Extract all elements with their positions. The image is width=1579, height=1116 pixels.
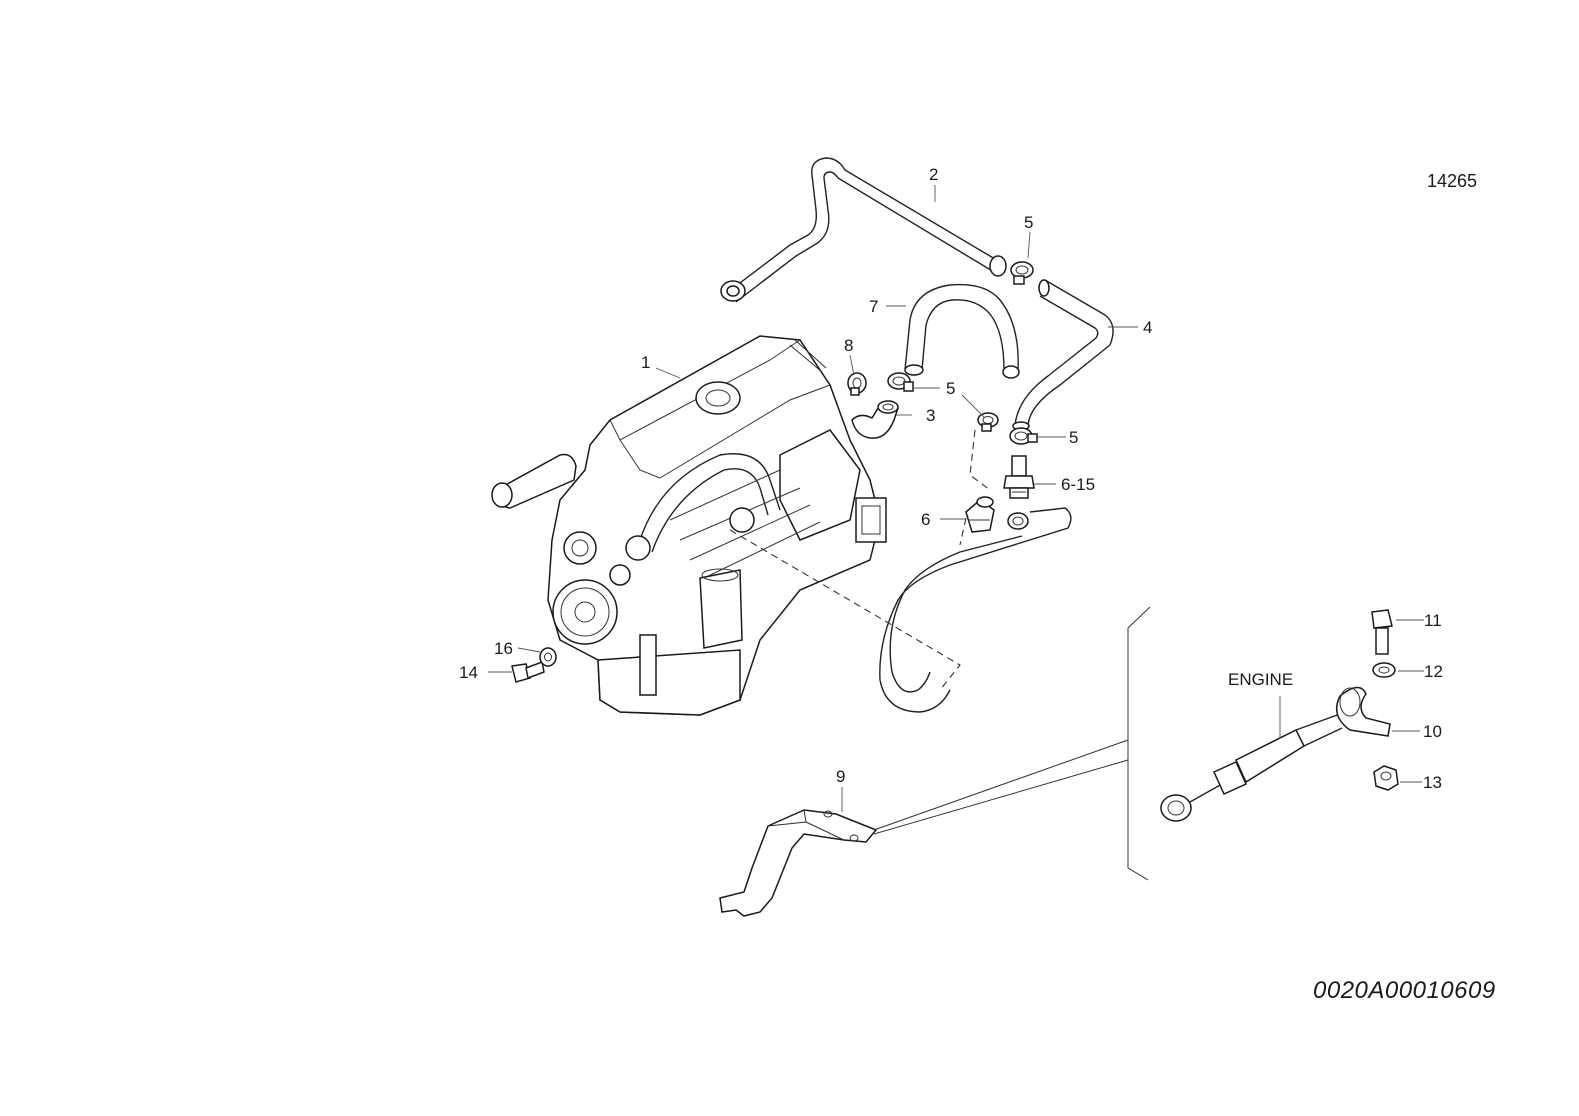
callout-14: 14 (459, 663, 478, 682)
clamp-part-5-mid (887, 372, 914, 392)
reference-number: 14265 (1427, 171, 1477, 191)
callout-5-mid: 5 (946, 379, 955, 398)
callout-12: 12 (1424, 662, 1443, 681)
clamp-part-8 (847, 372, 867, 396)
callout-13: 13 (1423, 773, 1442, 792)
hose-part-7 (904, 283, 1020, 379)
engine-block-part-1 (491, 335, 887, 716)
callout-2: 2 (929, 165, 938, 184)
washer-part-16 (539, 647, 557, 667)
callout-6-15: 6-15 (1061, 475, 1095, 494)
pipe-part-2 (720, 157, 1007, 303)
nut-part-13 (1373, 765, 1399, 791)
callout-3: 3 (926, 406, 935, 425)
callout-11: 11 (1424, 611, 1442, 630)
callout-1: 1 (641, 353, 650, 372)
lower-pipe (879, 507, 1072, 713)
callout-4: 4 (1143, 318, 1152, 337)
inset-divider (873, 606, 1151, 881)
elbow-part-3 (851, 400, 899, 439)
callout-7: 7 (869, 297, 878, 316)
clip-part-10 (1335, 686, 1391, 737)
clamp-part-5-right (1009, 427, 1038, 445)
fitting-part-6 (965, 496, 995, 533)
callout-9: 9 (836, 767, 845, 786)
engine-label: ENGINE (1228, 670, 1293, 689)
clamp-part-5-lower (977, 412, 999, 432)
bracket-part-9 (719, 809, 878, 917)
dipstick-assembly (1160, 713, 1343, 822)
leader-lines (488, 185, 1424, 812)
callout-5-right: 5 (1069, 428, 1078, 447)
callout-10: 10 (1423, 722, 1442, 741)
routing-dashed-lines (729, 429, 991, 691)
callout-6: 6 (921, 510, 930, 529)
hose-part-4 (1012, 279, 1114, 431)
clamp-part-5-top (1010, 261, 1034, 285)
callout-16: 16 (494, 639, 513, 658)
document-code: 0020A00010609 (1313, 977, 1496, 1004)
bolt-part-11 (1371, 609, 1393, 655)
fitting-part-6-15 (1003, 455, 1035, 499)
callout-5-top: 5 (1024, 213, 1033, 232)
bolt-part-14 (511, 660, 545, 683)
washer-part-12 (1372, 662, 1396, 678)
callout-8: 8 (844, 336, 853, 355)
